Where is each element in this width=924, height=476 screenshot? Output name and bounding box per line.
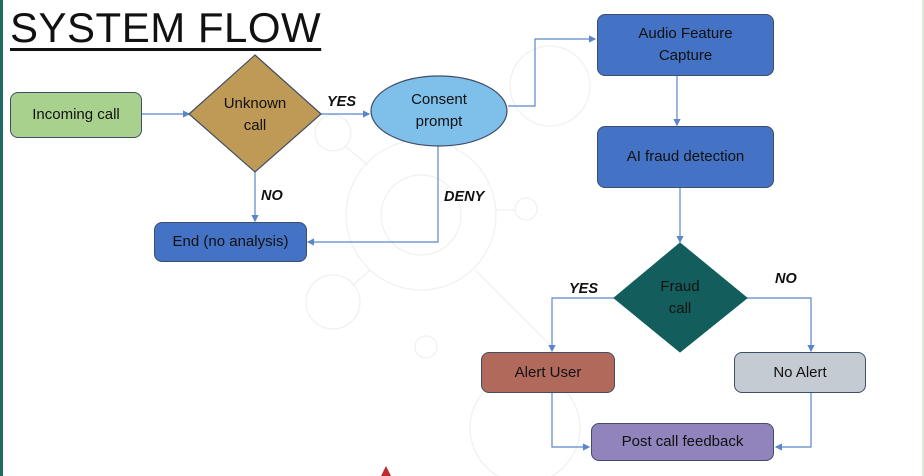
edge-noalert-to-feedback (774, 393, 812, 451)
edge-consent-to-audio (508, 35, 597, 107)
audio-feature-capture-label: Audio Feature Capture (638, 25, 733, 64)
ai-fraud-detection-label: AI fraud detection (626, 148, 745, 165)
alert-user-node: Alert User (481, 352, 615, 393)
incoming-call-label: Incoming call (32, 106, 120, 123)
edge-consent-deny (306, 146, 439, 246)
ai-fraud-detection-node: AI fraud detection (597, 126, 774, 188)
fraud-call-text: Fraud call (645, 275, 715, 321)
alert-user-label: Alert User (514, 363, 582, 381)
unknown-call-decision-shape (188, 54, 322, 173)
edge-fraud-yes (548, 297, 614, 353)
edge-label-unknown-yes: YES (327, 94, 357, 110)
connectors (142, 35, 815, 451)
end-no-analysis-label: End (no analysis) (172, 233, 289, 250)
post-call-feedback-node: Post call feedback (591, 423, 774, 461)
fraud-call-decision-shape (613, 242, 748, 353)
edge-fraud-no (747, 297, 815, 353)
edge-label-fraud-no: NO (775, 271, 797, 287)
right-accent-bar (922, 0, 924, 476)
post-call-feedback-label: Post call feedback (621, 433, 744, 450)
fraud-call-label: Fraud call (660, 278, 700, 317)
page-title: SYSTEM FLOW (10, 4, 322, 51)
red-triangle-marker (381, 466, 391, 476)
unknown-call-text: Unknown call (215, 92, 295, 138)
background-network-decoration (305, 45, 591, 476)
unknown-call-label: Unknown call (223, 95, 287, 134)
edge-alert-to-feedback (551, 393, 591, 451)
consent-prompt-label: Consent prompt (411, 91, 467, 130)
end-no-analysis-node: End (no analysis) (154, 222, 307, 262)
edge-label-fraud-yes: YES (569, 281, 599, 297)
incoming-call-node: Incoming call (10, 92, 142, 138)
left-accent-bar (0, 0, 3, 476)
no-alert-node: No Alert (734, 352, 866, 393)
edge-label-unknown-no: NO (261, 188, 283, 204)
consent-prompt-text: Consent prompt (394, 88, 484, 134)
edge-label-consent-deny: DENY (444, 189, 485, 205)
no-alert-label: No Alert (773, 363, 827, 381)
audio-feature-capture-node: Audio Feature Capture (597, 14, 774, 76)
consent-prompt-shape (370, 75, 508, 147)
